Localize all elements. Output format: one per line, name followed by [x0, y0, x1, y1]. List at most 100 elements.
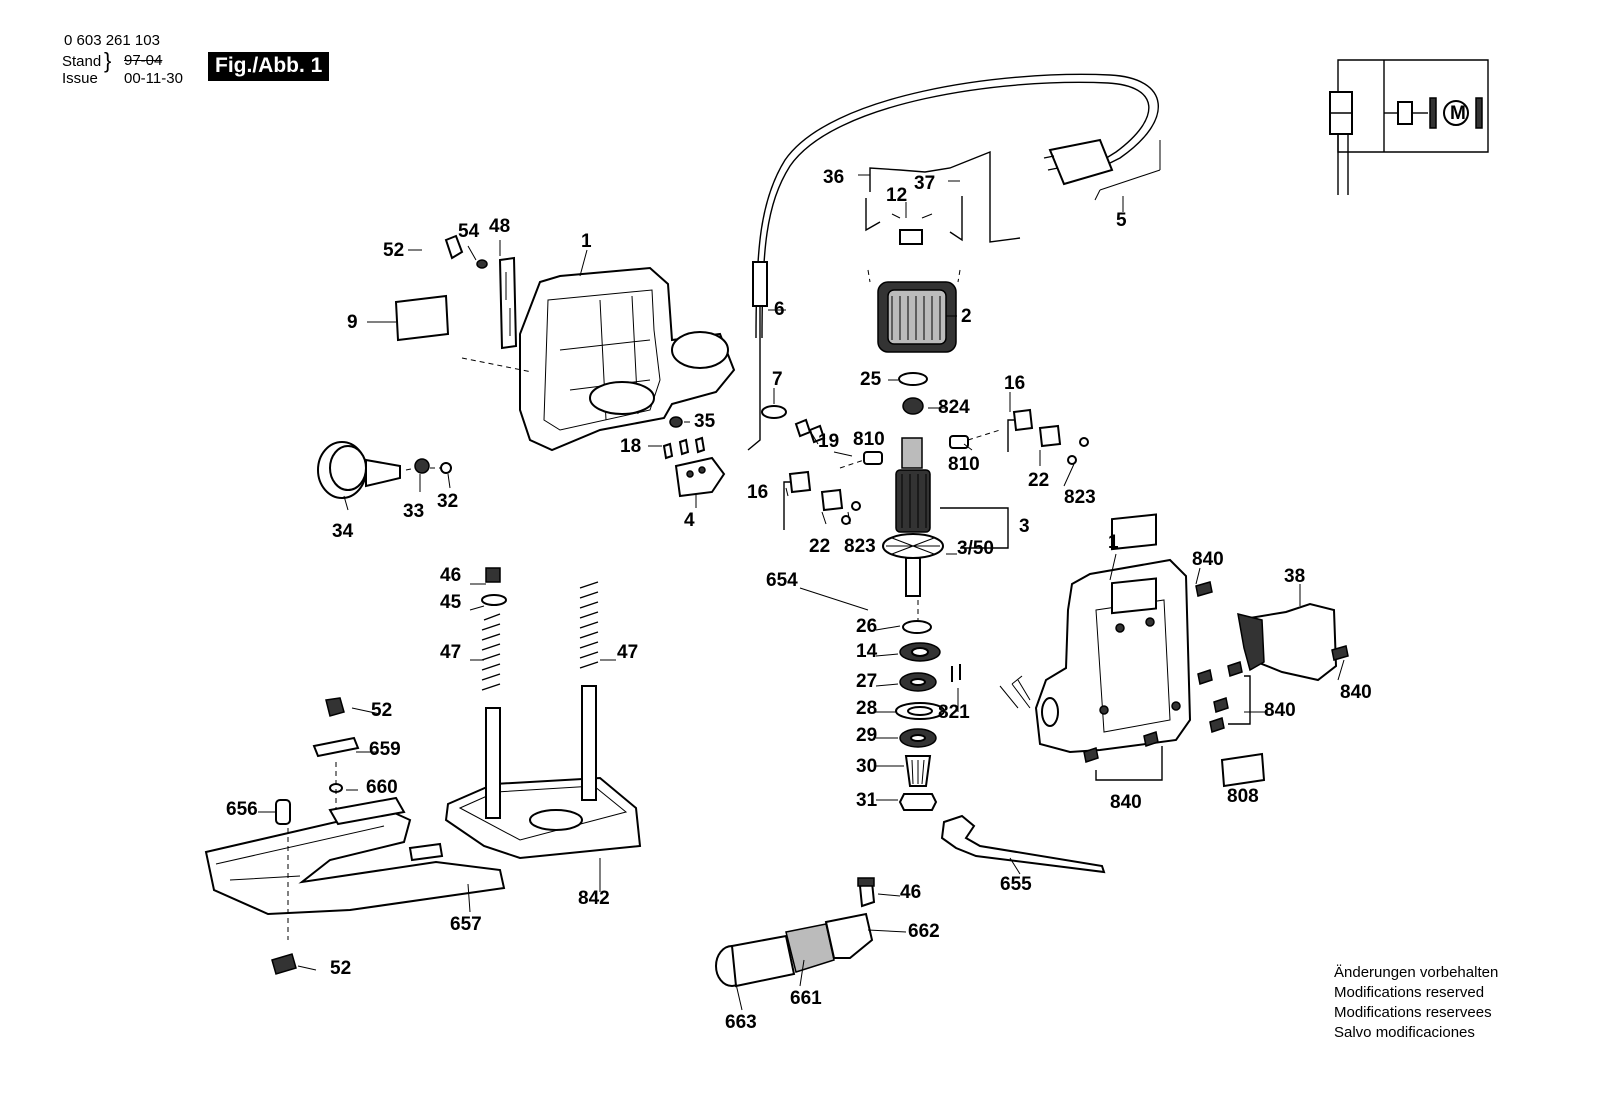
part-number: 16	[1004, 373, 1025, 394]
part-number: 5	[1116, 210, 1127, 231]
part-number: 52	[330, 958, 351, 979]
coil-bearing-parts	[898, 372, 928, 415]
dust-adapter	[715, 877, 876, 988]
motor-housing-right	[1011, 513, 1266, 788]
part-number: 661	[790, 988, 822, 1009]
part-number: 19	[818, 431, 839, 452]
part-number: 26	[856, 616, 877, 637]
part-number: 808	[1227, 786, 1259, 807]
part-number: 52	[383, 240, 404, 261]
part-numbers: 36 37 12 5 52 54 48 1 9 6 2 25 824 16 7 …	[226, 167, 1372, 1033]
note-line: Modifications reserved	[1334, 984, 1485, 1001]
part-number: 37	[914, 173, 935, 194]
part-number: 46	[440, 565, 461, 586]
brush-wires	[865, 150, 1021, 245]
wrench	[940, 814, 1106, 874]
part-number: 52	[371, 700, 392, 721]
part-number: 840	[1340, 682, 1372, 703]
part-number: 25	[860, 369, 882, 390]
note-line: Salvo modificaciones	[1334, 1024, 1475, 1041]
part-number: 35	[694, 411, 716, 432]
part-number: 38	[1284, 566, 1305, 587]
bearing-stack	[895, 600, 1031, 811]
carbon-brushes	[783, 408, 1089, 530]
part-number: 33	[403, 501, 424, 522]
part-number: 810	[853, 429, 885, 450]
part-number: 12	[886, 185, 907, 206]
part-number: 663	[725, 1012, 757, 1033]
field-coil	[867, 269, 961, 353]
screws-840	[1083, 581, 1349, 781]
part-number: 810	[948, 454, 980, 475]
part-number: 34	[332, 521, 354, 542]
part-number: 22	[809, 536, 830, 557]
part-number: 45	[440, 592, 462, 613]
part-number: 823	[1064, 487, 1096, 508]
wiring-schematic: M	[1329, 59, 1489, 195]
part-number: 842	[578, 888, 610, 909]
motor-icon	[1443, 100, 1469, 126]
part-number: 657	[450, 914, 482, 935]
part-number: 656	[226, 799, 258, 820]
part-number: 27	[856, 671, 877, 692]
modification-notes: Änderungen vorbehalten Modifications res…	[1334, 963, 1498, 1043]
part-number: 3/50	[957, 538, 994, 559]
part-number: 824	[938, 397, 970, 418]
part-number: 48	[489, 216, 510, 237]
part-number: 18	[620, 436, 641, 457]
part-number: 840	[1264, 700, 1296, 721]
document-number: 0 603 261 103	[64, 32, 160, 49]
part-number: 821	[938, 702, 970, 723]
figure-label: Fig./Abb. 1	[208, 52, 330, 81]
part-number: 7	[772, 369, 783, 390]
part-number: 660	[366, 777, 398, 798]
part-number: 29	[856, 725, 877, 746]
motor-housing-left	[461, 266, 736, 452]
part-number: 2	[961, 306, 972, 327]
part-number: 654	[766, 570, 798, 591]
motor-symbol: M	[1450, 103, 1466, 124]
handle	[1237, 602, 1338, 682]
part-number: 662	[908, 921, 940, 942]
part-number: 659	[369, 739, 401, 760]
side-knob	[317, 441, 452, 499]
depth-scale	[394, 234, 518, 350]
part-number: 22	[1028, 470, 1049, 491]
note-line: Änderungen vorbehalten	[1334, 964, 1499, 981]
issue-label: Issue	[62, 70, 98, 87]
part-number: 32	[437, 491, 458, 512]
part-number: 46	[900, 882, 921, 903]
part-number: 823	[844, 536, 876, 557]
leader-lines	[258, 174, 1345, 1011]
part-number: 31	[856, 790, 878, 811]
part-number: 16	[747, 482, 768, 503]
part-number: 47	[440, 642, 461, 663]
part-number: 840	[1110, 792, 1142, 813]
armature	[882, 437, 1009, 597]
part-number: 6	[774, 299, 785, 320]
power-cable	[747, 73, 1161, 451]
plunge-columns	[444, 567, 642, 860]
part-number: 4	[684, 510, 695, 531]
brace-icon: }	[104, 48, 112, 73]
note-line: Modifications reservees	[1334, 1004, 1492, 1021]
part-number: 3	[1019, 516, 1030, 537]
stand-label: Stand	[62, 53, 102, 70]
parallel-guide	[204, 697, 506, 975]
part-number: 655	[1000, 874, 1032, 895]
issue-date: 00-11-30	[124, 70, 183, 87]
part-number: 28	[856, 698, 877, 719]
stand-date: 97-04	[124, 52, 163, 69]
part-number: 9	[347, 312, 358, 333]
part-number: 54	[458, 221, 480, 242]
part-number: 30	[856, 756, 877, 777]
part-number: 1	[1108, 532, 1119, 553]
part-number: 14	[856, 641, 878, 662]
part-number: 840	[1192, 549, 1224, 570]
part-number: 47	[617, 642, 638, 663]
part-number: 1	[581, 231, 592, 252]
switch-assembly	[662, 405, 826, 498]
part-number: 36	[823, 167, 844, 188]
